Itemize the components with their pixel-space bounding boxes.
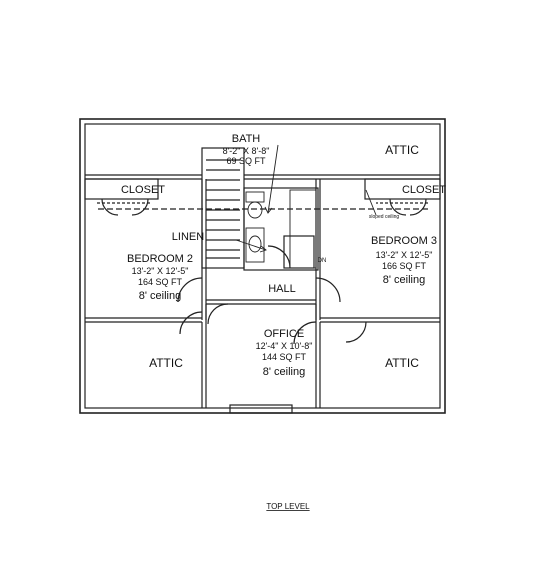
attic-left-label: ATTIC (149, 356, 183, 370)
bedroom3-door-swing (177, 277, 203, 303)
closet-right-walls (84, 178, 159, 200)
plan-caption: TOP LEVEL (266, 502, 310, 511)
office-area: 144 SQ FT (262, 352, 307, 362)
office-label: OFFICE (264, 328, 304, 340)
bath-door-swing (267, 245, 291, 269)
attic-right-door-swing (179, 311, 203, 335)
closet-hall-door-swing (207, 303, 229, 325)
bedroom3-label: BEDROOM 3 (371, 235, 437, 247)
closet-left-label: CLOSET (121, 184, 165, 196)
bathtub (289, 189, 317, 269)
bedroom3-ceiling: 8' ceiling (383, 274, 425, 286)
hall-label: HALL (268, 283, 296, 295)
closet-left-walls (364, 178, 441, 200)
office-window (229, 404, 293, 414)
bath-walls (243, 187, 319, 271)
vanity (245, 227, 265, 263)
exterior-wall-inner (84, 123, 441, 409)
sloped-ceiling-note: sloped ceiling (369, 214, 400, 220)
office-ceiling: 8' ceiling (263, 366, 305, 378)
attic-top-label: ATTIC (385, 143, 419, 157)
bedroom2-dimensions: 13'-2" X 12'-5" (132, 266, 189, 276)
sink (248, 235, 262, 253)
bath-label: BATH (232, 133, 261, 145)
closet-left-door-swings (389, 198, 427, 216)
bedroom3-area: 166 SQ FT (382, 261, 427, 271)
linen-label: LINEN (172, 231, 204, 243)
bath-area: 69 SQ FT (226, 156, 266, 166)
bedroom2-door-swing (315, 277, 341, 303)
closet-right-label: CLOSET (402, 184, 446, 196)
stair (201, 147, 245, 269)
toilet-bowl (247, 201, 263, 219)
linen-leader (235, 239, 267, 251)
linen-walls (283, 235, 315, 269)
room-labels: ATTIC BATH 8'-2" X 8'-8" 69 SQ FT CLOSET… (121, 133, 446, 511)
office-dimensions: 12'-4" X 10'-8" (256, 341, 313, 351)
sloped-leader (365, 189, 377, 216)
office-door-swing (293, 321, 317, 345)
bath-dimensions: 8'-2" X 8'-8" (223, 146, 270, 156)
bedroom2-area: 164 SQ FT (138, 277, 183, 287)
toilet-tank (245, 191, 265, 203)
bedroom2-ceiling: 8' ceiling (139, 290, 181, 302)
attic-left-door-swing (345, 321, 367, 343)
attic-right-label: ATTIC (385, 356, 419, 370)
closet-right-door-swings (101, 198, 149, 216)
bedroom2-label: BEDROOM 2 (127, 253, 193, 265)
stair-down-note: DN (318, 258, 327, 264)
bath-leader (267, 144, 279, 214)
bedroom3-dimensions: 13'-2" X 12'-5" (376, 250, 433, 260)
